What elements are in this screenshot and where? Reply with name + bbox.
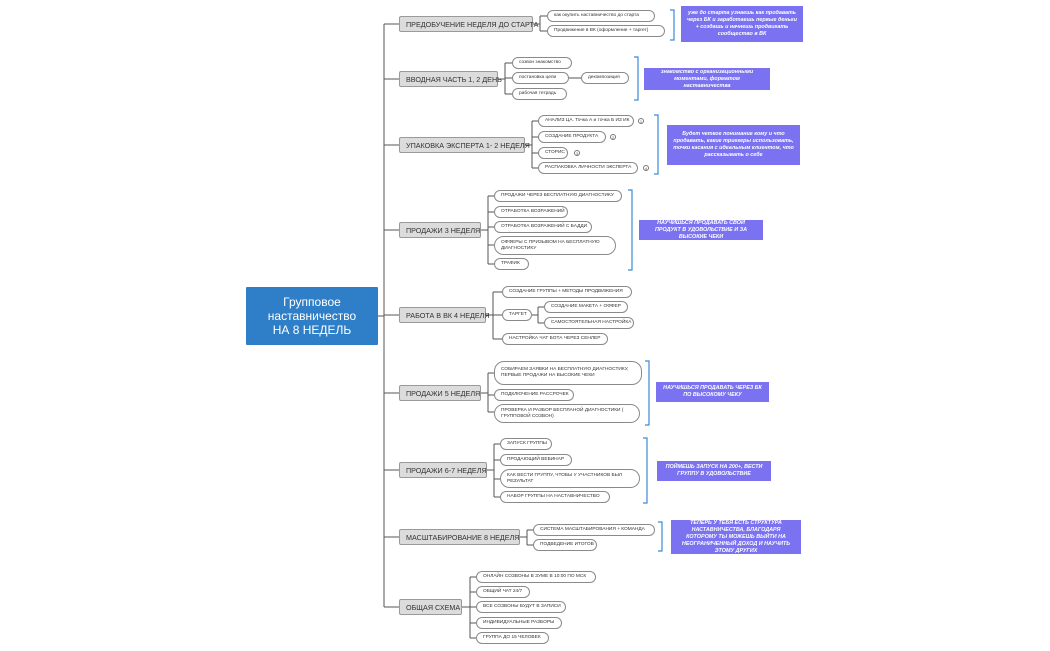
section-packaging[interactable]: УПАКОВКА ЭКСПЕРТА 1- 2 НЕДЕЛЯ	[399, 137, 530, 153]
section-vk-work-item-1[interactable]: СОЗДАНИЕ ГРУППЫ + МЕТОДЫ ПРОДВИЖЕНИЯ	[502, 286, 632, 298]
section-preparation[interactable]: ПРЕДОБУЧЕНИЕ НЕДЕЛЯ ДО СТАРТА	[399, 16, 538, 32]
section-scaling[interactable]: МАСШТАБИРОВАНИЕ 8 НЕДЕЛЯ	[399, 529, 520, 545]
section-intro-subitem-decomposition[interactable]: декомпозиция	[581, 72, 629, 84]
section-vk-work-item-2[interactable]: ТАРГЕТ	[502, 309, 532, 321]
badge-4: 4	[643, 165, 649, 171]
section-vk-work-subitem-2[interactable]: САМОСТОЯТЕЛЬНАЯ НАСТРОЙКА	[544, 317, 634, 329]
section-general-scheme-item-2[interactable]: ОБЩИЙ ЧАТ 24/7	[476, 586, 530, 598]
root-topic[interactable]: Групповое наставничество НА 8 НЕДЕЛЬ	[246, 287, 378, 345]
section-sales-week67[interactable]: ПРОДАЖИ 6-7 НЕДЕЛЯ	[399, 462, 487, 478]
section-sales-week3-item-1[interactable]: ПРОДАЖИ ЧЕРЕЗ БЕСПЛАТНУЮ ДИАГНОСТИКУ	[494, 190, 622, 202]
section-preparation-item-2[interactable]: Продвижение в ВК (оформление + таргет)	[547, 25, 665, 37]
section-general-scheme-item-3[interactable]: ВСЕ СОЗВОНЫ БУДУТ В ЗАПИСИ	[476, 601, 566, 613]
section-scaling-item-2[interactable]: ПОДВЕДЕНИЕ ИТОГОВ	[533, 539, 597, 551]
section-sales-week3-item-4[interactable]: ОФФЕРЫ С ПРИЗЫВОМ НА БЕСПЛАТНУЮ ДИАГНОСТ…	[494, 236, 616, 255]
section-sales-week67-item-2[interactable]: ПРОДАЮЩИЙ ВЕБИНАР	[500, 454, 572, 466]
section-sales-week5-item-2[interactable]: ПОДКЛЮЧЕНИЕ РАССРОЧЕК	[494, 389, 574, 401]
section-sales-week67-note: ПОЙМЕШЬ ЗАПУСК НА 200+, ВЕСТИ ГРУППУ В У…	[657, 461, 771, 481]
section-packaging-item-4[interactable]: РАСПАКОВКА ЛИЧНОСТИ ЭКСПЕРТА	[538, 162, 638, 174]
section-sales-week67-item-3[interactable]: КАК ВЕСТИ ГРУППУ, ЧТОБЫ У УЧАСТНИКОВ БЫЛ…	[500, 469, 640, 488]
section-vk-work[interactable]: РАБОТА В ВК 4 НЕДЕЛЯ	[399, 307, 490, 323]
section-intro-item-2[interactable]: постановка цели	[512, 72, 569, 84]
section-vk-work-item-3[interactable]: НАСТРОЙКА ЧАТ БОТА ЧЕРЕЗ СЕНЛЕР	[502, 333, 608, 345]
badge-1: 1	[638, 118, 644, 124]
section-general-scheme-item-1[interactable]: ОНЛАЙН СОЗВОНЫ В ЗУМЕ В 10:00 ПО МСК	[476, 571, 596, 583]
section-scaling-item-1[interactable]: СИСТЕМА МАСШТАБИРОВАНИЯ + КОМАНДА	[533, 524, 655, 536]
section-general-scheme-item-5[interactable]: ГРУППА ДО 15 ЧЕЛОВЕК	[476, 632, 549, 644]
section-general-scheme[interactable]: ОБЩАЯ СХЕМА	[399, 599, 462, 615]
section-packaging-note: Будет четкое понимание кому и что продав…	[667, 125, 800, 165]
section-intro[interactable]: ВВОДНАЯ ЧАСТЬ 1, 2 ДЕНЬ	[399, 71, 502, 87]
section-sales-week67-item-4[interactable]: НАБОР ГРУППЫ НА НАСТАВНИЧЕСТВО	[500, 491, 610, 503]
section-vk-work-subitem-1[interactable]: СОЗДАНИЕ МАКЕТА + ОФФЕР	[544, 301, 628, 313]
section-sales-week67-item-1[interactable]: ЗАПУСК ГРУППЫ	[500, 438, 552, 450]
section-sales-week5-item-3[interactable]: ПРОВЕРКА И РАЗБОР БЕСПЛАНОЙ ДИАГНОСТИКИ …	[494, 404, 640, 423]
section-intro-item-1[interactable]: созвон знакомство	[512, 57, 572, 69]
section-general-scheme-item-4[interactable]: ИНДИВИДУАЛЬНЫЕ РАЗБОРЫ	[476, 617, 562, 629]
section-scaling-note: ТЕПЕРЬ У ТЕБЯ ЕСТЬ СТРУКТУРА НАСТАВНИЧЕС…	[671, 520, 801, 554]
section-sales-week5-note: НАУЧИШЬСЯ ПРОДАВАТЬ ЧЕРЕЗ БК ПО ВЫСОКОМУ…	[656, 382, 769, 402]
section-packaging-item-3[interactable]: СТОРИС	[538, 147, 568, 159]
section-preparation-item-1[interactable]: как окупить наставничество до старта	[547, 10, 655, 22]
section-sales-week3-item-5[interactable]: ТРАФИК	[494, 258, 529, 270]
section-packaging-item-1[interactable]: АНАЛИЗ ЦА. Точка А и точка Б ИЗ ИК	[538, 115, 634, 127]
section-intro-note: знакомство с организационными моментами,…	[644, 68, 770, 90]
section-packaging-item-2[interactable]: СОЗДАНИЕ ПРОДУКТА	[538, 131, 606, 143]
section-sales-week3-item-3[interactable]: ОТРАБОТКА ВОЗРАЖЕНИЙ С БАДДИ	[494, 221, 592, 233]
badge-2: 2	[610, 134, 616, 140]
section-sales-week3-item-2[interactable]: ОТРАБОТКА ВОЗРАЖЕНИЙ	[494, 206, 568, 218]
section-preparation-note: уже до старта узнаешь как продавать чере…	[681, 6, 803, 42]
badge-3: 3	[574, 150, 580, 156]
section-sales-week3-note: НАУЧИШЬСЯ ПРОДАВАТЬ СВОЙ ПРОДУКТ В УДОВО…	[639, 220, 763, 240]
section-sales-week5[interactable]: ПРОДАЖИ 5 НЕДЕЛЯ	[399, 385, 481, 401]
section-sales-week3[interactable]: ПРОДАЖИ 3 НЕДЕЛЯ	[399, 222, 481, 238]
section-intro-item-3[interactable]: рабочая тетрадь	[512, 88, 567, 100]
section-sales-week5-item-1[interactable]: СОБИРАЕМ ЗАЯВКИ НА БЕСПЛАТНУЮ ДИАГНОСТИК…	[494, 361, 642, 385]
